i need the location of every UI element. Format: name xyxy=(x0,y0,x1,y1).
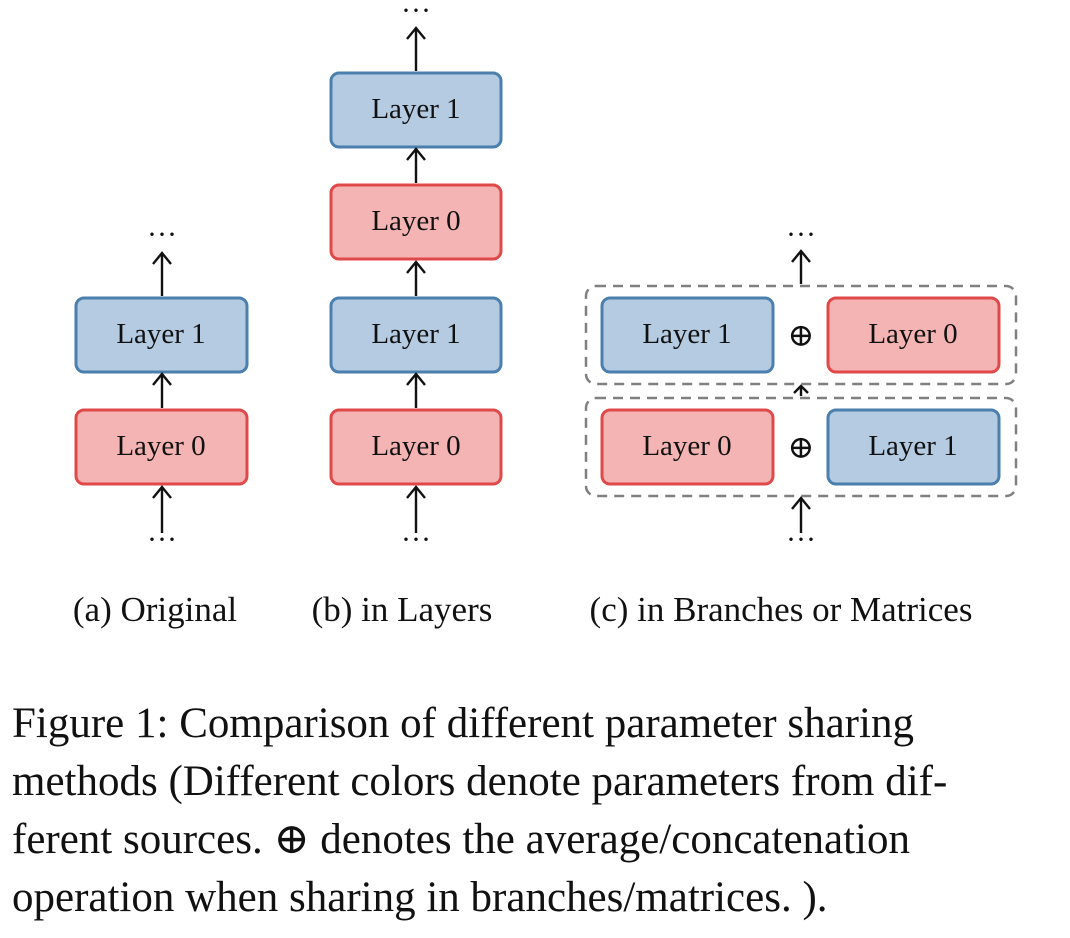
layer1-box xyxy=(74,296,249,374)
branch-group-top xyxy=(584,284,1018,386)
layer0-label: Layer 0 xyxy=(371,430,460,462)
parameter-sharing-diagram: ··· Layer 1 Layer 0 ··· (a) Original ···… xyxy=(73,0,1018,629)
ellipsis-bottom: ··· xyxy=(786,523,816,556)
layer1-label: Layer 1 xyxy=(642,318,731,350)
branch-group-bottom xyxy=(584,396,1018,498)
layer0-box xyxy=(329,408,503,486)
layer1-label: Layer 1 xyxy=(371,93,460,125)
caption-line: methods (Different colors denote paramet… xyxy=(12,758,948,805)
ellipsis-top: ··· xyxy=(147,218,177,251)
ellipsis-bottom: ··· xyxy=(147,523,177,556)
caption-line: ferent sources. ⊕ denotes the average/co… xyxy=(12,816,911,863)
ellipsis-top: ··· xyxy=(786,218,816,251)
ellipsis-top: ··· xyxy=(401,0,431,27)
panel-original: ··· Layer 1 Layer 0 ··· (a) Original xyxy=(73,218,249,629)
layer0-label: Layer 0 xyxy=(868,318,957,350)
layer1-label: Layer 1 xyxy=(116,318,205,350)
figure-caption: Figure 1: Comparison of different parame… xyxy=(12,695,1058,927)
layer0-box xyxy=(600,408,775,486)
oplus-icon: ⊕ xyxy=(788,429,815,465)
caption-line: operation when sharing in branches/matri… xyxy=(12,874,828,921)
layer1-label: Layer 1 xyxy=(371,318,460,350)
layer0-box xyxy=(329,183,503,261)
layer1-box xyxy=(329,296,503,374)
layer0-label: Layer 0 xyxy=(116,430,205,462)
arrow-icon xyxy=(406,26,426,71)
arrow-icon xyxy=(791,249,811,284)
layer0-box xyxy=(74,408,249,486)
layer0-label: Layer 0 xyxy=(371,205,460,237)
arrow-icon xyxy=(406,260,426,296)
layer1-box xyxy=(600,296,775,374)
arrow-icon xyxy=(791,496,811,533)
layer1-label: Layer 1 xyxy=(868,430,957,462)
layer1-box xyxy=(329,71,503,149)
arrow-icon xyxy=(793,384,809,396)
arrow-icon xyxy=(406,485,426,533)
arrow-icon xyxy=(152,251,172,296)
layer1-box xyxy=(826,408,1001,486)
oplus-icon: ⊕ xyxy=(788,317,815,353)
arrow-icon xyxy=(152,372,172,408)
layer0-box xyxy=(826,296,1001,374)
panel-in-layers: ··· Layer 1 Layer 0 Layer 1 Layer 0 ··· xyxy=(312,0,503,629)
caption-line: Figure 1: Comparison of different parame… xyxy=(12,700,914,747)
arrow-icon xyxy=(406,372,426,408)
layer0-label: Layer 0 xyxy=(642,430,731,462)
subcaption-a: (a) Original xyxy=(73,590,238,629)
subcaption-c: (c) in Branches or Matrices xyxy=(590,590,973,629)
arrow-icon xyxy=(406,147,426,183)
ellipsis-bottom: ··· xyxy=(401,523,431,556)
subcaption-b: (b) in Layers xyxy=(312,590,493,629)
arrow-icon xyxy=(152,485,172,533)
panel-in-branches: ··· Layer 1 ⊕ Layer 0 Layer 0 ⊕ Layer 1 … xyxy=(584,218,1018,629)
